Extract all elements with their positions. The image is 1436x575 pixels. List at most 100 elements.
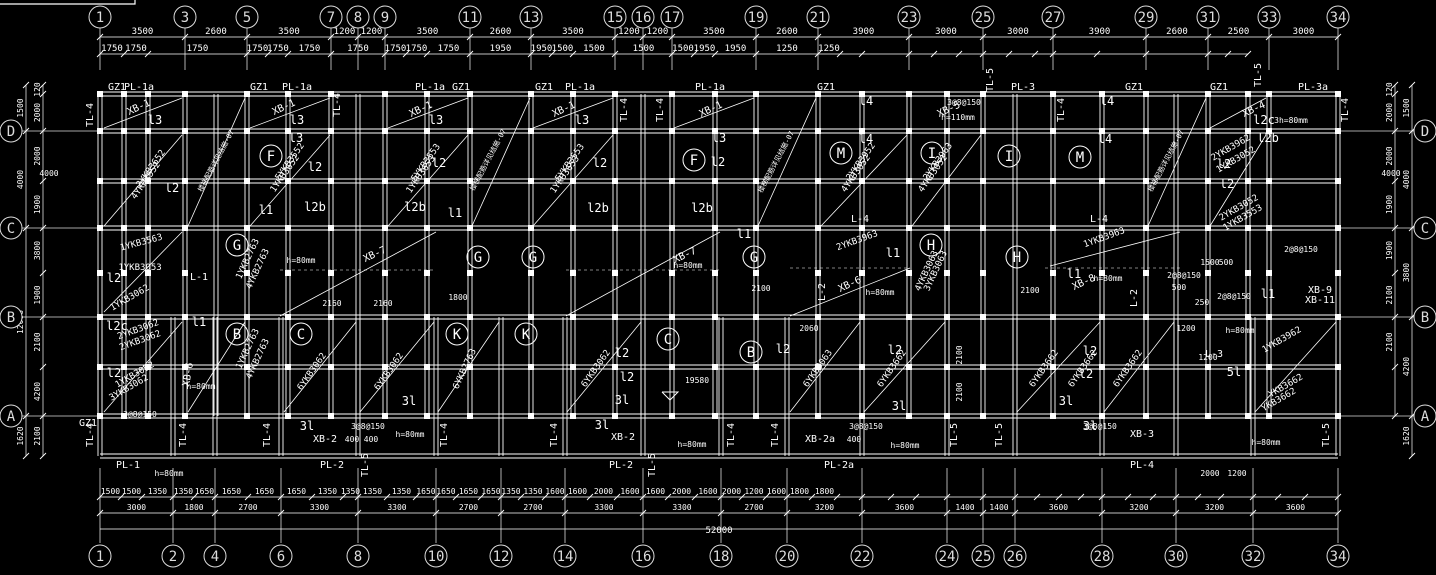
slab-mark: l2 [1220,177,1234,191]
column [1335,91,1341,97]
dim_top_row1-text: 1200 [618,27,640,37]
slab-mark: l2 [776,342,790,356]
axis-top-31: 31 [1200,10,1217,26]
dim_bottom_row1-tick [1011,493,1019,501]
dim_top_row2-tick [955,50,963,58]
column [244,128,250,134]
column [1245,178,1251,184]
dim_left_inner-text: 2100 [33,426,42,445]
column [467,91,473,97]
dim_bottom_row1-text: 2000 [722,487,741,496]
column [1245,413,1251,419]
axis-top-21: 21 [810,10,827,26]
axis-top-17-circle [660,5,684,29]
dim_top_row1-tick [181,33,189,41]
rebar-note: 2@8@150 [1217,292,1251,301]
column [612,128,618,134]
misc-dim: 1200 [1198,353,1217,362]
slab-diagonal [103,231,183,313]
dim_right_inner-text: 2000 [1385,103,1394,122]
rebar-note: 3@8@150 [947,98,981,107]
column [980,178,986,184]
column [97,178,103,184]
axis-right-A-circle [1413,404,1436,428]
dim_top_row2-text: 1500 [633,44,655,54]
dim_bottom_row1-tick [1172,493,1180,501]
column [669,364,675,370]
slab-mark: l2 [593,156,607,170]
thickness-note: h=80mm [866,288,895,297]
dim_bottom_row1-text: 1600 [767,487,786,496]
dim_top_row2-text: 1250 [776,44,798,54]
column [1143,364,1149,370]
dim_top_row2-text: 1750 [385,44,407,54]
dim_bottom_row2-text: 3200 [815,503,834,512]
dim_bottom_row2-tick [561,509,569,517]
dim_right_outer-text: 1620 [1402,426,1411,445]
column [244,91,250,97]
dim_top_row2-text: 1750 [347,44,369,54]
axis-bottom-16-circle [631,544,655,568]
column [944,413,950,419]
column [570,225,576,231]
dim_right_outer-text: 4200 [1402,357,1411,376]
column [669,270,675,276]
dim_bottom_row1-tick [308,493,316,501]
slab-mark: l3 [429,113,443,127]
axis-bottom-24-circle [935,544,959,568]
beam-label: PL-1a [124,82,154,93]
axis-bottom-34: 34 [1330,549,1347,565]
slab-mark: 3l [1059,394,1073,408]
column [815,364,821,370]
column [944,314,950,320]
dim_bottom_row1-tick [912,493,920,501]
column [815,270,821,276]
column [1245,91,1251,97]
dim_top_row1-text: 2500 [1228,27,1250,37]
dim_top_row1-text: 3900 [1089,27,1111,37]
dim_right_inner-tick [1391,81,1399,89]
axis-top-31-circle [1196,5,1220,29]
dim_right_inner-tick [1391,127,1399,135]
column [145,225,151,231]
dim_top_row2-tick [1204,50,1212,58]
dim_bottom_row1-tick [1301,493,1309,501]
dim_left_outer-tick [22,81,30,89]
room-tag-circle [289,322,313,346]
dim_bottom_row1-tick [1124,493,1132,501]
axis-bottom-34-circle [1326,544,1350,568]
wall-tag: TL-4 [332,93,343,117]
dim_bottom_row1-text: 1650 [416,487,435,496]
dim_top_row1-text: 3000 [935,27,957,37]
misc-dim: 500 [1219,258,1234,267]
dim_bottom_row2-tick [1011,509,1019,517]
dim_top_row1-tick [354,33,362,41]
thickness-note: h=80mm [891,441,920,450]
beam-label: GZ1 [108,82,126,93]
column [182,270,188,276]
wall-tag: TL-4 [85,423,96,447]
dim_bottom_row1-text: 1350 [392,487,411,496]
thickness-note: 3h=80mm [1274,116,1308,125]
column [97,225,103,231]
column [467,225,473,231]
column [1143,178,1149,184]
dim_top_row2-text: 1950 [694,44,716,54]
dim_right_inner-text: 1900 [1385,241,1394,260]
slab-diagonal [757,97,817,227]
dim_top_row1-text: 1200 [361,27,383,37]
dim_left_outer-tick [22,412,30,420]
wall-tag: TL-4 [549,423,560,447]
axis-bottom-10-circle [424,544,448,568]
column [1266,413,1272,419]
axis-top-21-circle [806,5,830,29]
xb-label: XB-2a [805,434,835,445]
room-tag-B: B [747,345,755,361]
axis-bottom-4: 4 [211,549,219,565]
column [570,413,576,419]
axis-top-29: 29 [1138,10,1155,26]
dim_right_inner-tick [1391,90,1399,98]
dim_bottom_row2-text: 3600 [1049,503,1068,512]
column [753,128,759,134]
slab-mark: l2c [1253,113,1275,127]
